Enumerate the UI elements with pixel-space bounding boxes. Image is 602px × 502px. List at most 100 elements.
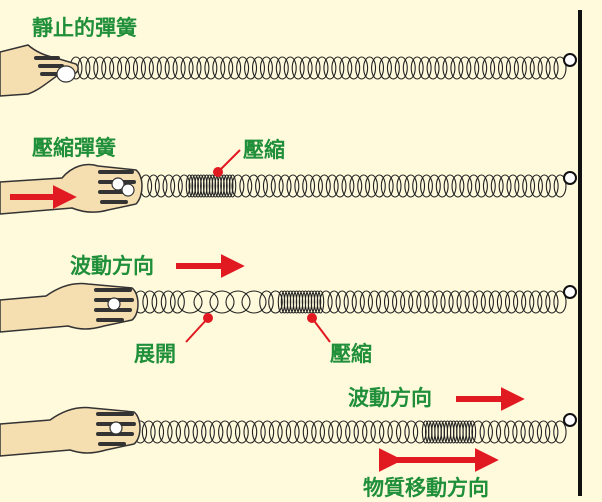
spring-coil (283, 56, 297, 80)
row1-title: 靜止的彈簧 (32, 16, 137, 40)
spring-coil (244, 56, 258, 80)
spring-coil (498, 174, 512, 198)
spring-coil (225, 290, 251, 314)
spring-coil (380, 174, 394, 198)
hand-icon (0, 163, 143, 215)
spring-coil (383, 290, 398, 314)
spring-coil (394, 56, 408, 80)
spring-coil (482, 56, 496, 80)
spring-coil (521, 290, 535, 314)
spring-coil (223, 174, 231, 198)
spring-coil (294, 420, 309, 444)
spring-coil (125, 56, 139, 80)
spring-coil (218, 420, 232, 444)
spring-coil (522, 174, 536, 198)
spring-coil (262, 174, 276, 198)
spring-coil (465, 420, 474, 444)
spring-coil (362, 420, 376, 444)
spring-coil (545, 290, 559, 314)
spring-coil (435, 174, 449, 198)
spring-coil (443, 174, 457, 198)
spring-coil (140, 56, 154, 80)
spring-coil (196, 56, 210, 80)
spring-coil (319, 420, 334, 444)
spring-coil (343, 290, 357, 314)
spring-coil (466, 56, 480, 80)
spring-coil (156, 56, 170, 80)
spring-coil (432, 290, 446, 314)
callout-dot (213, 167, 223, 177)
spring-coil (243, 420, 258, 444)
spring-coil (372, 174, 386, 198)
spring-coil (487, 420, 502, 444)
spring-coil (148, 56, 162, 80)
spring-coil (402, 56, 416, 80)
spring-coil (450, 56, 464, 80)
spring-coil (345, 420, 359, 444)
spring-coil (424, 290, 438, 314)
compression-label: 壓縮 (243, 138, 285, 162)
spring-compressed (139, 174, 567, 198)
spring-coil (285, 420, 300, 444)
spring-coil (467, 174, 481, 198)
spring-coil (479, 420, 493, 444)
spring-coil (410, 56, 424, 80)
spring-coil (307, 56, 321, 80)
spring-coil (311, 420, 326, 444)
spring-coil (220, 174, 228, 198)
spring-coil (302, 420, 317, 444)
spring-coil (205, 174, 214, 198)
spring-coil (553, 420, 567, 444)
wave-direction-label: 波動方向 (348, 386, 432, 410)
callout-line (217, 149, 241, 173)
spring-coil (496, 290, 511, 314)
spring-coil (180, 56, 194, 80)
wall-ring-1 (563, 53, 577, 67)
spring-coil (331, 56, 345, 80)
spring-coil (490, 56, 504, 80)
spring-coil (333, 174, 347, 198)
spring-coil (259, 290, 274, 314)
spring-coil (371, 56, 385, 80)
spring-coil (188, 56, 202, 80)
spring-coil (194, 174, 202, 198)
spring-coil (132, 56, 146, 80)
spring-coil (316, 290, 325, 314)
hand-icon (0, 406, 141, 457)
spring-coil (420, 174, 433, 198)
spring-coil (141, 420, 156, 444)
spring-coil (142, 290, 158, 314)
spring-coil (191, 174, 199, 198)
spring-coil (471, 420, 485, 444)
spring-coil (396, 174, 410, 198)
spring-coil (412, 174, 426, 198)
spring-coil (319, 290, 333, 314)
spring-coil (456, 290, 470, 314)
spring-coil (378, 420, 393, 444)
spring-coil (327, 290, 341, 314)
spring-coil (225, 174, 234, 198)
spring-coil (302, 174, 316, 198)
spring-coil (193, 290, 219, 314)
spring-coil (395, 420, 410, 444)
particle-motion-label: 物質移動方向 (363, 476, 489, 500)
spring-coil (474, 56, 488, 80)
wall (578, 10, 582, 496)
spring-coil (536, 420, 551, 444)
spring-coil (202, 174, 211, 198)
spring-coil (209, 290, 235, 314)
spring-coil (475, 174, 488, 198)
spring-coil (277, 420, 292, 444)
spring-coil (513, 56, 527, 80)
spring-coil (482, 174, 496, 198)
spring-coil (512, 420, 526, 444)
spring-coil (204, 56, 218, 80)
spring-coil (239, 174, 253, 198)
spring-coil (167, 420, 182, 444)
spring-coil (335, 290, 349, 314)
spring-wave-1 (133, 290, 567, 314)
spring-coil (427, 174, 441, 198)
spring-coil (386, 56, 400, 80)
spring-coil (472, 290, 486, 314)
spring-coil (412, 420, 427, 444)
